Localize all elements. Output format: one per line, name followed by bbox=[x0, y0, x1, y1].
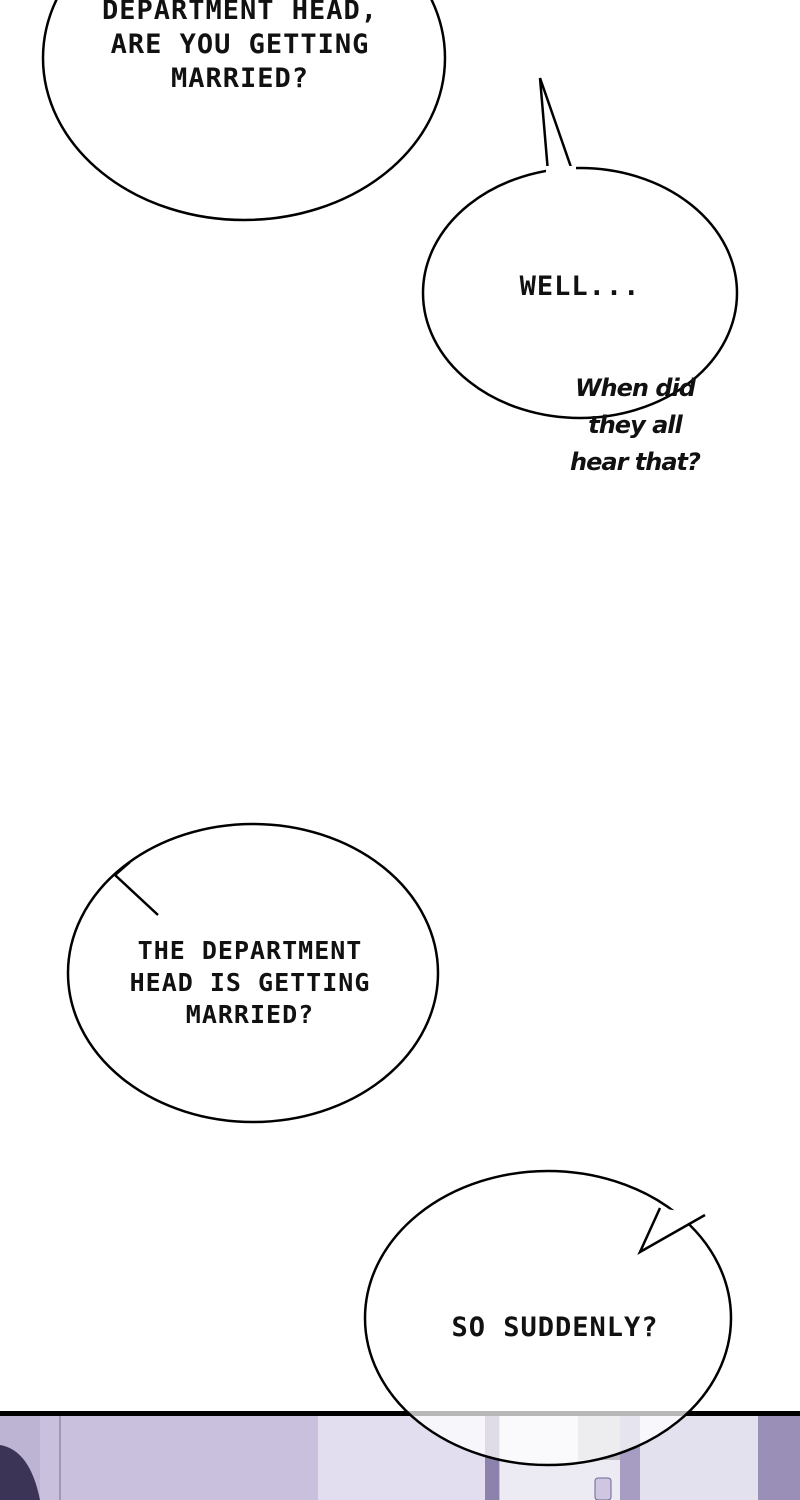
speech-bubble-4 bbox=[363, 1169, 733, 1467]
speech-bubble-3 bbox=[66, 822, 440, 1124]
bottom-panel bbox=[0, 1411, 800, 1500]
aside-handwritten-text: When did they all hear that? bbox=[570, 374, 701, 476]
bubble-3-text: The department head is getting married? bbox=[129, 936, 371, 1029]
bubble-1-text: Department head, are you getting married… bbox=[101, 0, 379, 94]
speech-bubble-2 bbox=[421, 77, 739, 420]
bubble-2-text: Well... bbox=[519, 271, 641, 302]
speech-bubble-1 bbox=[41, 0, 447, 222]
bubble-4-text: So suddenly? bbox=[451, 1312, 659, 1343]
